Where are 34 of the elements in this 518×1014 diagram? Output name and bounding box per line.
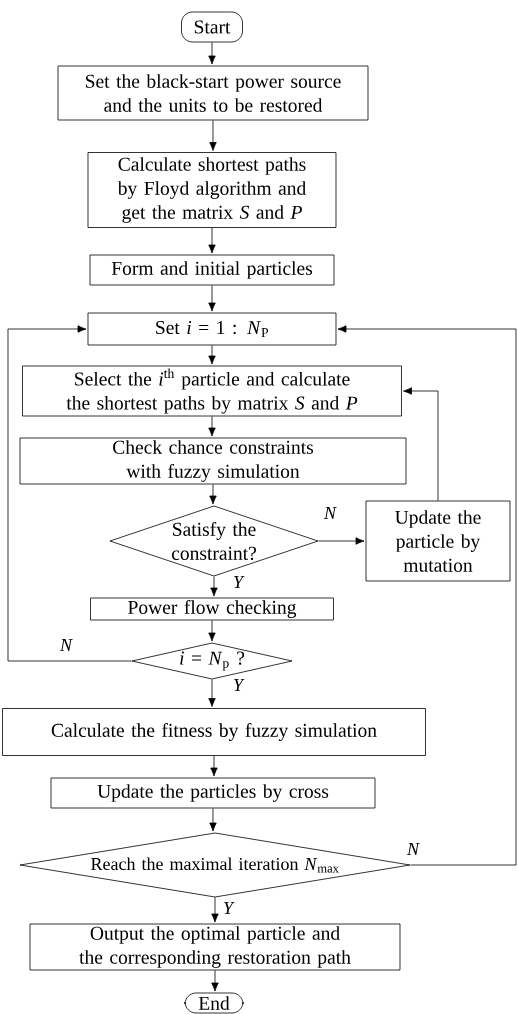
arrow xyxy=(209,808,217,832)
arrow xyxy=(7,325,132,662)
arrow xyxy=(209,484,217,505)
arrow xyxy=(208,416,216,437)
arrow xyxy=(208,227,216,254)
process-box: Form and initial particles xyxy=(89,254,335,286)
process-box: Output the optimal particle and the corresponding restoration path xyxy=(29,923,401,971)
edge-label: Y xyxy=(232,678,245,692)
arrow xyxy=(211,970,219,992)
arrow xyxy=(210,576,218,597)
process-box: Update the particles by cross xyxy=(50,777,376,809)
arrow xyxy=(208,620,216,642)
arrow xyxy=(208,42,216,65)
edge-label: N xyxy=(59,638,73,652)
process-box: Update the particle by mutation xyxy=(365,500,511,582)
edge-label: Y xyxy=(222,901,235,915)
process-box: Calculate shortest paths by Floyd algorithm and get the matrix S and P xyxy=(87,152,337,228)
arrow xyxy=(208,285,216,312)
edge-label: Y xyxy=(232,575,245,589)
process-box: Calculate the fitness by fuzzy simulation xyxy=(2,708,426,756)
arrow xyxy=(208,679,216,707)
arrow xyxy=(209,120,217,151)
process-box: Select the i$^{th}$ particle and calculate the shortest paths by matrix S and P xyxy=(22,365,402,417)
process-box: Check chance constraints with fuzzy simulation xyxy=(19,437,407,485)
process-box: Set i = 1 : N$_{P}$ xyxy=(87,312,337,346)
arrow xyxy=(211,897,219,923)
arrow xyxy=(403,387,439,501)
arrow xyxy=(210,755,218,777)
arrow xyxy=(337,325,517,866)
arrow xyxy=(208,345,216,365)
process-box: Power flow checking xyxy=(90,597,334,621)
process-box: Set the black-start power source and the units to be restored xyxy=(57,65,369,121)
arrow xyxy=(318,537,365,545)
edge-label: N xyxy=(323,506,337,520)
